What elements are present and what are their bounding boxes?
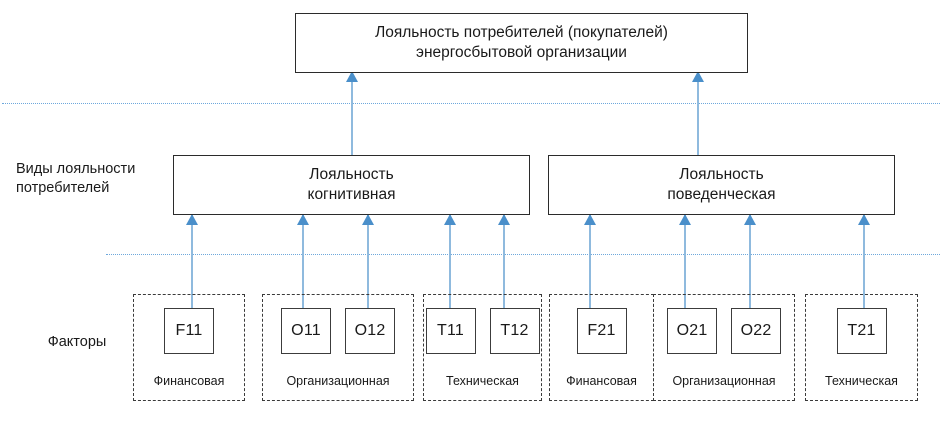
loyalty-type-cognitive-line1: Лояльность (309, 165, 394, 183)
arrow-shaft (863, 214, 865, 310)
factor-code-o11: O11 (281, 308, 331, 354)
factor-group-caption: Техническая (446, 374, 519, 388)
loyalty-type-box-cognitive: Лояльность когнитивная (173, 155, 530, 215)
loyalty-type-behavioral-text: Лояльность поведенческая (667, 165, 775, 205)
arrow-o12-to-cognitive (362, 214, 374, 310)
arrow-head (858, 214, 870, 225)
factor-code-t11: T11 (425, 308, 476, 354)
factor-code-o21: O21 (667, 308, 717, 354)
row-label-types-line2: потребителей (16, 180, 110, 197)
factor-code-f21: F21 (576, 308, 627, 354)
loyalty-type-box-behavioral: Лояльность поведенческая (548, 155, 895, 215)
arrow-f11-to-cognitive (186, 214, 198, 310)
factor-group-financial-cognitive: F11 Финансовая (133, 294, 245, 401)
arrow-shaft (449, 214, 451, 310)
arrow-o21-to-behavioral (679, 214, 691, 310)
factor-codes-row: F21 (550, 308, 653, 354)
arrow-t12-to-cognitive (498, 214, 510, 310)
factor-code-o22: O22 (731, 308, 781, 354)
arrow-t11-to-cognitive (444, 214, 456, 310)
arrow-head (362, 214, 374, 225)
arrow-shaft (367, 214, 369, 310)
arrow-head (346, 71, 358, 82)
top-goal-text: Лояльность потребителей (покупателей) эн… (375, 23, 668, 63)
arrow-behavioral-to-goal (692, 71, 704, 155)
factor-codes-row: O11 O12 (263, 308, 413, 354)
factor-group-financial-behavioral: F21 Финансовая (549, 294, 654, 401)
arrow-shaft (749, 214, 751, 310)
factor-codes-row: T21 (806, 308, 917, 354)
arrow-o11-to-cognitive (297, 214, 309, 310)
arrow-shaft (302, 214, 304, 310)
separator-line-bottom (106, 254, 940, 255)
factor-codes-row: T11 T12 (424, 308, 541, 354)
loyalty-type-cognitive-text: Лояльность когнитивная (307, 165, 395, 205)
row-label-loyalty-types: Виды лояльности потребителей (16, 160, 166, 198)
loyalty-type-behavioral-line2: поведенческая (667, 186, 776, 203)
top-goal-line2: энергосбытовой организации (416, 44, 627, 61)
factor-codes-row: F11 (134, 308, 244, 354)
arrow-shaft (351, 71, 353, 155)
arrow-head (444, 214, 456, 225)
loyalty-type-behavioral-line1: Лояльность (679, 165, 764, 183)
loyalty-type-cognitive-line2: когнитивная (307, 186, 396, 203)
factor-group-caption: Финансовая (153, 374, 225, 388)
arrow-shaft (697, 71, 699, 155)
factor-group-caption: Техническая (825, 374, 898, 388)
factor-group-caption: Организационная (672, 374, 776, 388)
factor-group-organizational-behavioral: O21 O22 Организационная (653, 294, 795, 401)
arrow-shaft (503, 214, 505, 310)
factor-code-t12: T12 (489, 308, 540, 354)
factor-group-organizational-cognitive: O11 O12 Организационная (262, 294, 414, 401)
factor-group-technical-behavioral: T21 Техническая (805, 294, 918, 401)
top-goal-box: Лояльность потребителей (покупателей) эн… (295, 13, 748, 73)
factor-group-caption: Финансовая (566, 374, 637, 388)
arrow-shaft (191, 214, 193, 310)
arrow-head (498, 214, 510, 225)
factor-code-t21: T21 (836, 308, 887, 354)
factor-group-technical-cognitive: T11 T12 Техническая (423, 294, 542, 401)
arrow-t21-to-behavioral (858, 214, 870, 310)
factor-code-f11: F11 (164, 308, 214, 354)
top-goal-line1: Лояльность потребителей (покупателей) (375, 23, 668, 41)
arrow-head (679, 214, 691, 225)
arrow-cognitive-to-goal (346, 71, 358, 155)
arrow-head (584, 214, 596, 225)
arrow-head (692, 71, 704, 82)
arrow-f21-to-behavioral (584, 214, 596, 310)
row-label-types-line1: Виды лояльности (16, 161, 136, 177)
row-label-factors: Факторы (47, 334, 107, 350)
separator-line-top (2, 103, 940, 104)
factor-codes-row: O21 O22 (654, 308, 794, 354)
arrow-shaft (589, 214, 591, 310)
factor-group-caption: Организационная (286, 374, 390, 388)
arrow-head (297, 214, 309, 225)
factor-code-o12: O12 (345, 308, 395, 354)
arrow-o22-to-behavioral (744, 214, 756, 310)
arrow-head (744, 214, 756, 225)
arrow-head (186, 214, 198, 225)
arrow-shaft (684, 214, 686, 310)
